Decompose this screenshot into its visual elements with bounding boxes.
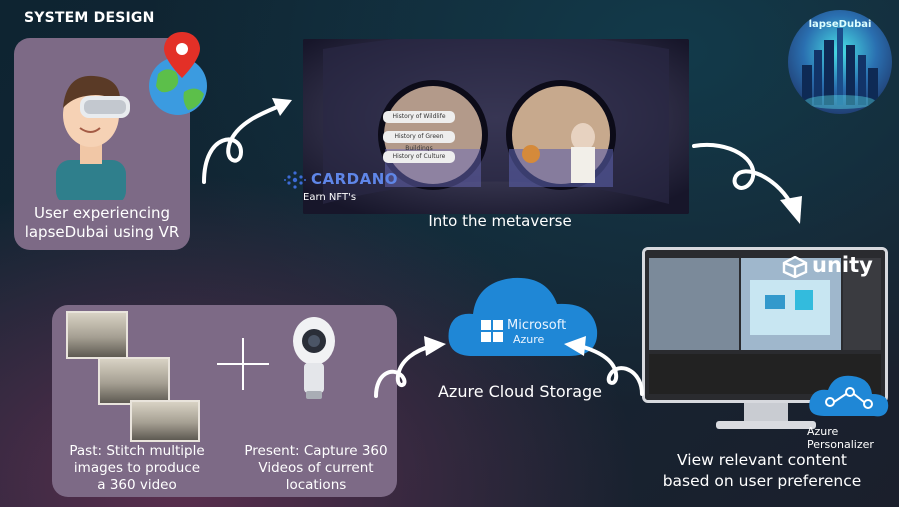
personalizer-label: Azure Personalizer (807, 425, 874, 451)
past-caption-line2: images to produce (73, 460, 201, 476)
vr-menu-item-3[interactable]: History of Culture (383, 151, 455, 163)
cloud-icon (448, 277, 598, 356)
lapsedubai-logo: lapseDubai (788, 10, 892, 114)
historic-photo-3 (130, 400, 200, 442)
monitor-caption-line2: based on user preference (662, 472, 862, 490)
unity-monitor (642, 247, 888, 403)
monitor-caption: View relevant content based on user pref… (640, 450, 884, 492)
monitor-caption-line1: View relevant content (677, 451, 847, 469)
vr-caption: Into the metaverse (428, 212, 572, 230)
vr-menu-item-1[interactable]: History of Wildlife (383, 111, 455, 123)
present-caption-line3: locations (285, 477, 347, 493)
past-caption: Past: Stitch multiple images to produce … (58, 443, 216, 494)
monitor-neck (744, 403, 788, 421)
present-caption-line2: Videos of current (258, 460, 374, 476)
plus-vertical (242, 338, 244, 390)
arrow-vr-to-unity (692, 142, 802, 224)
vr-user-icon (56, 75, 130, 200)
arrow-user-to-vr (202, 98, 292, 184)
vr-menu-item-2[interactable]: History of Green Buildings (383, 131, 455, 152)
personalizer-icon (809, 375, 889, 417)
page-title: SYSTEM DESIGN (24, 10, 155, 26)
unity-icon (782, 256, 808, 278)
city-skyline-icon (802, 28, 878, 109)
azure-brand-line2: Azure (513, 333, 545, 346)
user-caption: User experiencing lapseDubai using VR (14, 204, 190, 242)
azure-brand-line1: Microsoft (507, 318, 567, 333)
present-caption-line1: Present: Capture 360 (244, 443, 388, 459)
user-caption-line1: User experiencing (33, 204, 171, 222)
historic-photo-2 (98, 357, 170, 405)
microsoft-logo-icon (481, 320, 503, 342)
cardano-sub: Earn NFT's (303, 192, 357, 203)
unity-editor-screen (645, 250, 885, 400)
azure-caption: Azure Cloud Storage (437, 382, 603, 401)
historic-photo-1 (66, 311, 128, 359)
past-caption-line1: Past: Stitch multiple (69, 443, 205, 459)
arrow-monitor-to-cloud (564, 336, 644, 396)
cardano-label: CARDANO (311, 170, 399, 188)
user-caption-line2: lapseDubai using VR (24, 223, 180, 241)
unity-label: unity (812, 253, 873, 277)
arrow-capture-to-cloud (374, 336, 446, 398)
globe-pin-icon (149, 32, 207, 115)
logo-text: lapseDubai (808, 19, 872, 30)
monitor-base (716, 421, 816, 429)
camera-360-icon (293, 317, 335, 399)
present-caption: Present: Capture 360 Videos of current l… (236, 443, 396, 494)
past-caption-line3: a 360 video (97, 477, 177, 493)
vr-headset-view: History of Wildlife History of Green Bui… (303, 39, 689, 214)
cardano-icon (284, 171, 306, 189)
